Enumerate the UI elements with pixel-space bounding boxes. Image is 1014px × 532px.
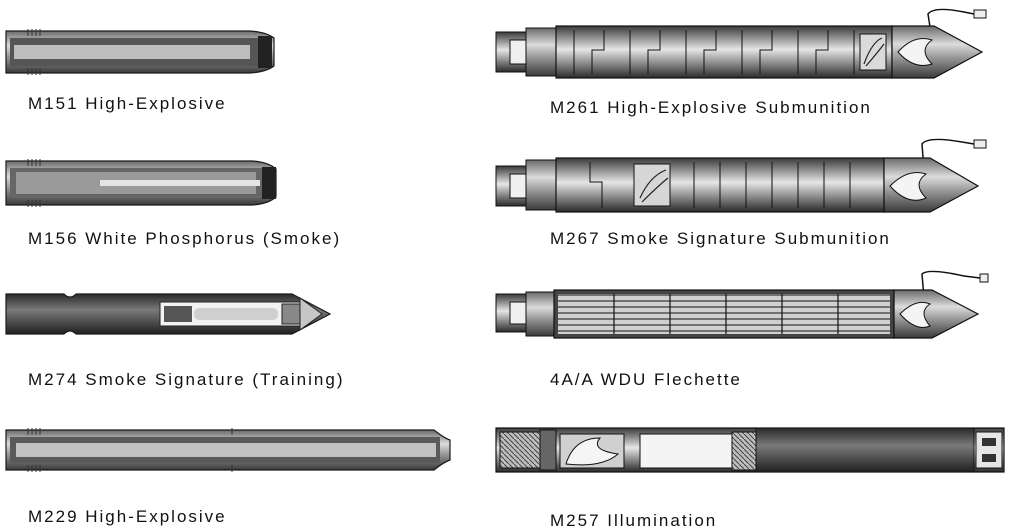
m151-label: M151 High-Explosive bbox=[28, 94, 227, 113]
m267-illustration bbox=[495, 138, 987, 213]
m156-illustration bbox=[5, 159, 277, 207]
m274-label: M274 Smoke Signature (Training) bbox=[28, 370, 345, 389]
m257-illustration bbox=[495, 427, 1005, 473]
m261-illustration bbox=[495, 8, 987, 79]
m156-label: M156 White Phosphorus (Smoke) bbox=[28, 229, 342, 248]
m151-illustration bbox=[5, 29, 275, 75]
m257-label: M257 Illumination bbox=[550, 511, 718, 530]
m274-illustration bbox=[5, 293, 332, 335]
m261-label: M261 High-Explosive Submunition bbox=[550, 98, 872, 117]
m267-label: M267 Smoke Signature Submunition bbox=[550, 229, 891, 248]
m229-illustration bbox=[5, 428, 451, 472]
m229-label: M229 High-Explosive bbox=[28, 507, 227, 526]
wdu4aa-label: 4A/A WDU Flechette bbox=[550, 370, 742, 389]
wdu4aa-illustration bbox=[495, 270, 989, 339]
